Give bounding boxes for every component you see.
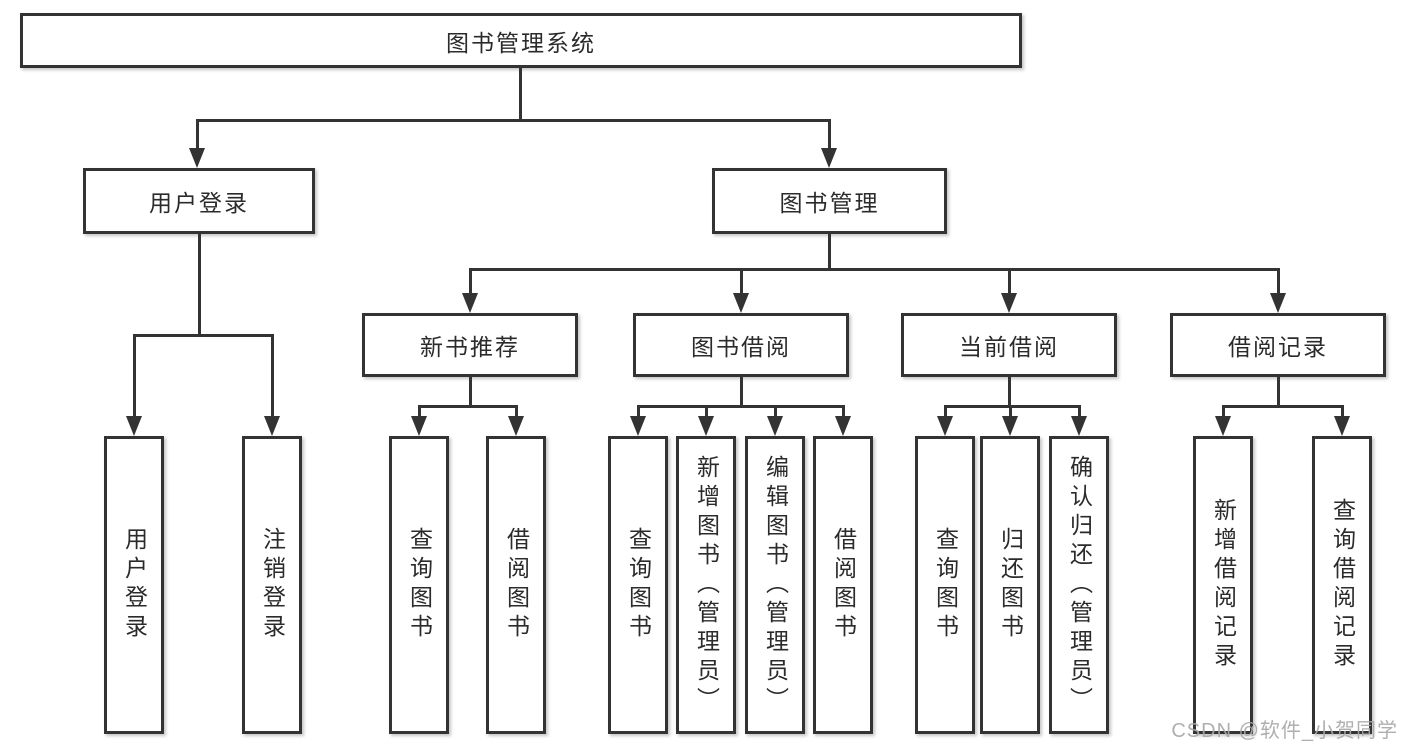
leaf-label: 查询图书 xyxy=(406,527,433,643)
arrow-down-icon xyxy=(698,416,714,436)
node-label: 用户登录 xyxy=(149,190,249,216)
connector-drop-book-borrow xyxy=(740,268,743,295)
leaf-confirm-return-admin: 确认归还（管理员） xyxy=(1049,436,1109,734)
connector-drop-leaf xyxy=(1009,405,1012,418)
node-label: 新书推荐 xyxy=(420,334,520,360)
node-label: 图书管理系统 xyxy=(446,29,596,56)
arrow-down-icon xyxy=(1001,293,1017,313)
connector-drop-leaf xyxy=(418,405,421,418)
leaf-query-books-current: 查询图书 xyxy=(915,436,975,734)
connector-drop-leaf xyxy=(842,405,845,418)
leaf-query-borrow-record: 查询借阅记录 xyxy=(1312,436,1372,734)
arrow-down-icon xyxy=(189,148,205,168)
leaf-label: 用户登录 xyxy=(121,527,148,643)
connector-trunk xyxy=(1008,377,1011,407)
leaf-label: 查询图书 xyxy=(625,527,652,643)
leaf-label: 查询图书 xyxy=(932,527,959,643)
leaf-label: 编辑图书（管理员） xyxy=(762,454,789,716)
connector-root-trunk xyxy=(519,68,522,122)
connector-drop-leaf xyxy=(637,405,640,418)
arrow-down-icon xyxy=(835,416,851,436)
node-current-borrow: 当前借阅 xyxy=(901,313,1117,377)
arrow-down-icon xyxy=(508,416,524,436)
connector-user-login-split xyxy=(133,334,274,337)
connector-book-management-trunk xyxy=(828,234,831,270)
connector-split xyxy=(1222,405,1344,408)
connector-drop-borrow-records xyxy=(1277,268,1280,295)
connector-drop-leaf xyxy=(515,405,518,418)
connector-book-management-split xyxy=(469,268,1280,271)
leaf-label: 归还图书 xyxy=(997,527,1024,643)
leaf-label: 确认归还（管理员） xyxy=(1066,454,1093,716)
connector-drop-leaf xyxy=(1078,405,1081,418)
arrow-down-icon xyxy=(1334,416,1350,436)
leaf-add-borrow-record: 新增借阅记录 xyxy=(1193,436,1253,734)
arrow-down-icon xyxy=(411,416,427,436)
connector-drop-leaf xyxy=(1222,405,1225,418)
leaf-label: 新增图书（管理员） xyxy=(693,454,720,716)
connector-root-split xyxy=(196,119,831,122)
connector-split xyxy=(418,405,518,408)
connector-trunk xyxy=(469,377,472,407)
node-label: 当前借阅 xyxy=(959,334,1059,360)
connector-split xyxy=(637,405,845,408)
node-label: 图书借阅 xyxy=(691,334,791,360)
connector-user-login-trunk xyxy=(198,234,201,335)
node-label: 借阅记录 xyxy=(1228,334,1328,360)
node-new-book-recommend: 新书推荐 xyxy=(362,313,578,377)
connector-trunk xyxy=(1277,377,1280,407)
leaf-borrow-book: 借阅图书 xyxy=(813,436,873,734)
node-user-login: 用户登录 xyxy=(83,168,315,234)
csdn-watermark: CSDN @软件_小贺同学 xyxy=(1171,720,1398,742)
leaf-label: 新增借阅记录 xyxy=(1210,498,1237,672)
node-borrow-records: 借阅记录 xyxy=(1170,313,1386,377)
leaf-user-login: 用户登录 xyxy=(104,436,164,734)
arrow-down-icon xyxy=(1270,293,1286,313)
leaf-logout: 注销登录 xyxy=(242,436,302,734)
arrow-down-icon xyxy=(733,293,749,313)
connector-drop-current-borrow xyxy=(1008,268,1011,295)
leaf-label: 注销登录 xyxy=(259,527,286,643)
connector-drop-new-book-recommend xyxy=(469,268,472,295)
leaf-label: 借阅图书 xyxy=(830,527,857,643)
arrow-down-icon xyxy=(821,148,837,168)
arrow-down-icon xyxy=(1071,416,1087,436)
connector-drop-leaf xyxy=(133,334,136,417)
arrow-down-icon xyxy=(462,293,478,313)
connector-drop-leaf xyxy=(705,405,708,418)
leaf-return-book: 归还图书 xyxy=(980,436,1040,734)
node-label: 图书管理 xyxy=(779,190,880,216)
connector-split xyxy=(944,405,1081,408)
leaf-query-books-recommend: 查询图书 xyxy=(389,436,449,734)
arrow-down-icon xyxy=(630,416,646,436)
leaf-query-books-borrow: 查询图书 xyxy=(608,436,668,734)
connector-drop-leaf xyxy=(1341,405,1344,418)
node-book-borrow: 图书借阅 xyxy=(633,313,849,377)
node-book-management-system: 图书管理系统 xyxy=(20,13,1022,68)
connector-drop-leaf xyxy=(271,334,274,417)
arrow-down-icon xyxy=(126,416,142,436)
arrow-down-icon xyxy=(1002,416,1018,436)
arrow-down-icon xyxy=(767,416,783,436)
arrow-down-icon xyxy=(1215,416,1231,436)
leaf-add-book-admin: 新增图书（管理员） xyxy=(676,436,736,734)
leaf-edit-book-admin: 编辑图书（管理员） xyxy=(745,436,805,734)
arrow-down-icon xyxy=(264,416,280,436)
leaf-borrow-books-recommend: 借阅图书 xyxy=(486,436,546,734)
leaf-label: 借阅图书 xyxy=(503,527,530,643)
node-book-management: 图书管理 xyxy=(712,168,947,234)
connector-drop-leaf xyxy=(774,405,777,418)
arrow-down-icon xyxy=(937,416,953,436)
connector-drop-book-management xyxy=(828,119,831,150)
leaf-label: 查询借阅记录 xyxy=(1329,498,1356,672)
connector-drop-user-login xyxy=(196,119,199,150)
connector-drop-leaf xyxy=(944,405,947,418)
connector-trunk xyxy=(740,377,743,407)
